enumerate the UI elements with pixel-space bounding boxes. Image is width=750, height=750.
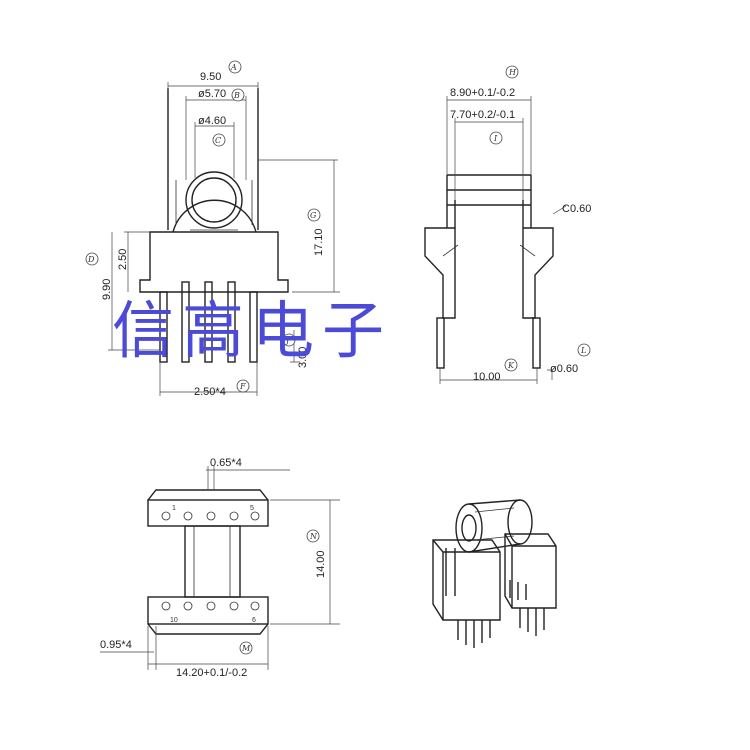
svg-text:J: J	[284, 336, 290, 345]
dim-n-label: 14.00	[315, 550, 327, 578]
dim-b-label: ø5.70	[198, 88, 226, 100]
svg-text:K: K	[507, 361, 515, 370]
bottom-pins	[161, 511, 260, 611]
svg-text:N: N	[309, 532, 318, 541]
svg-text:F: F	[239, 382, 246, 391]
dim-m-label: 14.20+0.1/-0.2	[176, 667, 247, 679]
dim-j-label: 3.00	[297, 347, 309, 368]
iso-pins	[457, 580, 545, 648]
isometric-view	[432, 499, 557, 648]
dim-l-label: ø0.60	[550, 363, 578, 375]
chamfer-label: C0.60	[562, 203, 591, 215]
svg-text:A: A	[230, 63, 237, 72]
watermark-text: 信高电子	[112, 294, 393, 367]
dim-d2-label: 2.50	[117, 249, 129, 270]
side-view	[424, 96, 567, 384]
svg-text:D: D	[87, 255, 95, 264]
dim-h-label: 8.90+0.1/-0.2	[450, 87, 515, 99]
front-view	[108, 82, 340, 396]
front-pins	[159, 281, 258, 363]
svg-text:I: I	[493, 134, 498, 143]
bottom-view	[100, 466, 340, 670]
svg-text:G: G	[310, 211, 317, 220]
pin-number-5: 5	[250, 505, 254, 512]
pin-width-label: 0.65*4	[210, 457, 242, 469]
bottom-bubbles: N M	[239, 529, 320, 655]
svg-text:B: B	[233, 91, 240, 100]
svg-text:M: M	[241, 644, 251, 653]
pad-width-label: 0.95*4	[100, 639, 132, 651]
dim-f-label: 2.50*4	[194, 386, 226, 398]
svg-text:C: C	[215, 136, 221, 145]
svg-text:L: L	[580, 346, 586, 355]
pin-number-10: 10	[170, 617, 178, 624]
dim-a-label: 9.50	[200, 71, 221, 83]
pin-number-6: 6	[252, 617, 256, 624]
pin-number-1: 1	[172, 505, 176, 512]
dim-d-label: 9.90	[101, 279, 113, 300]
side-bubbles: H I K L	[489, 65, 591, 372]
front-bubbles: A B C G D F J	[85, 60, 321, 393]
dim-i-label: 7.70+0.2/-0.1	[450, 109, 515, 121]
svg-text:H: H	[508, 68, 517, 77]
dim-k-label: 10.00	[473, 371, 501, 383]
dim-g-label: 17.10	[313, 228, 325, 256]
dim-c-label: ø4.60	[198, 115, 226, 127]
